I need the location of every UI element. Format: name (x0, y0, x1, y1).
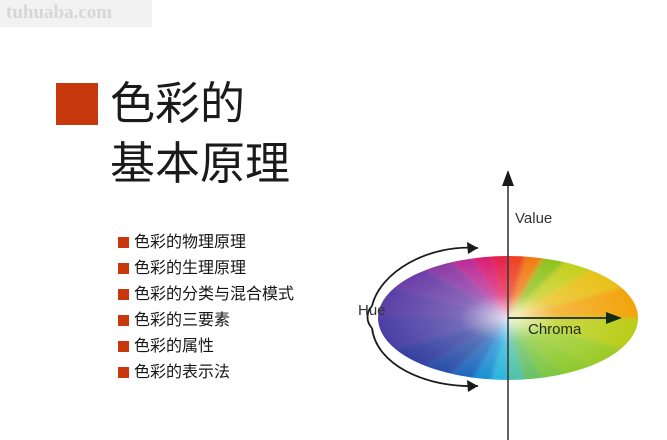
title-text-lines: 色彩的 基本原理 (110, 74, 290, 194)
chroma-axis-label: Chroma (528, 321, 582, 338)
list-item-label: 色彩的分类与混合模式 (134, 284, 295, 303)
hue-wheel (378, 256, 638, 380)
list-item-label: 色彩的物理原理 (134, 232, 247, 251)
list-item: 色彩的分类与混合模式 (118, 281, 294, 307)
square-bullet-icon (118, 236, 129, 248)
list-item-label: 色彩的属性 (134, 336, 215, 355)
title-line-2: 基本原理 (110, 137, 291, 190)
list-item-label: 色彩的三要素 (134, 310, 231, 329)
hue-axis-label: Hue (358, 302, 386, 319)
list-item-label: 色彩的生理原理 (134, 258, 247, 277)
list-item: 色彩的生理原理 (118, 255, 294, 281)
chroma-axis (508, 312, 622, 324)
value-axis-label: Value (515, 210, 553, 227)
title-square-bullet-icon (56, 83, 98, 125)
hue-arc-left (366, 305, 373, 329)
square-bullet-icon (118, 340, 129, 352)
watermark-bar: tuhuaba.com (0, 0, 152, 27)
color-solid-svg (366, 170, 638, 440)
list-item-label: 色彩的表示法 (134, 362, 231, 381)
watermark-text: tuhuaba.com (6, 2, 113, 23)
square-bullet-icon (118, 288, 129, 300)
value-axis (502, 170, 514, 440)
title-first-row: 色彩的 基本原理 (56, 74, 386, 194)
hue-arrow-lower (371, 327, 479, 392)
hue-arrow-upper (371, 242, 479, 307)
slide-title: 色彩的 基本原理 (56, 74, 386, 194)
list-item: 色彩的属性 (118, 333, 294, 359)
list-item: 色彩的物理原理 (118, 229, 294, 255)
list-item: 色彩的表示法 (118, 359, 294, 385)
square-bullet-icon (118, 262, 129, 274)
square-bullet-icon (118, 366, 129, 378)
color-solid-diagram: Value Chroma Hue (350, 160, 667, 440)
square-bullet-icon (118, 314, 129, 326)
topic-list: 色彩的物理原理 色彩的生理原理 色彩的分类与混合模式 色彩的三要素 色彩的属性 … (118, 229, 294, 385)
list-item: 色彩的三要素 (118, 307, 294, 333)
title-line-1: 色彩的 (110, 77, 246, 130)
